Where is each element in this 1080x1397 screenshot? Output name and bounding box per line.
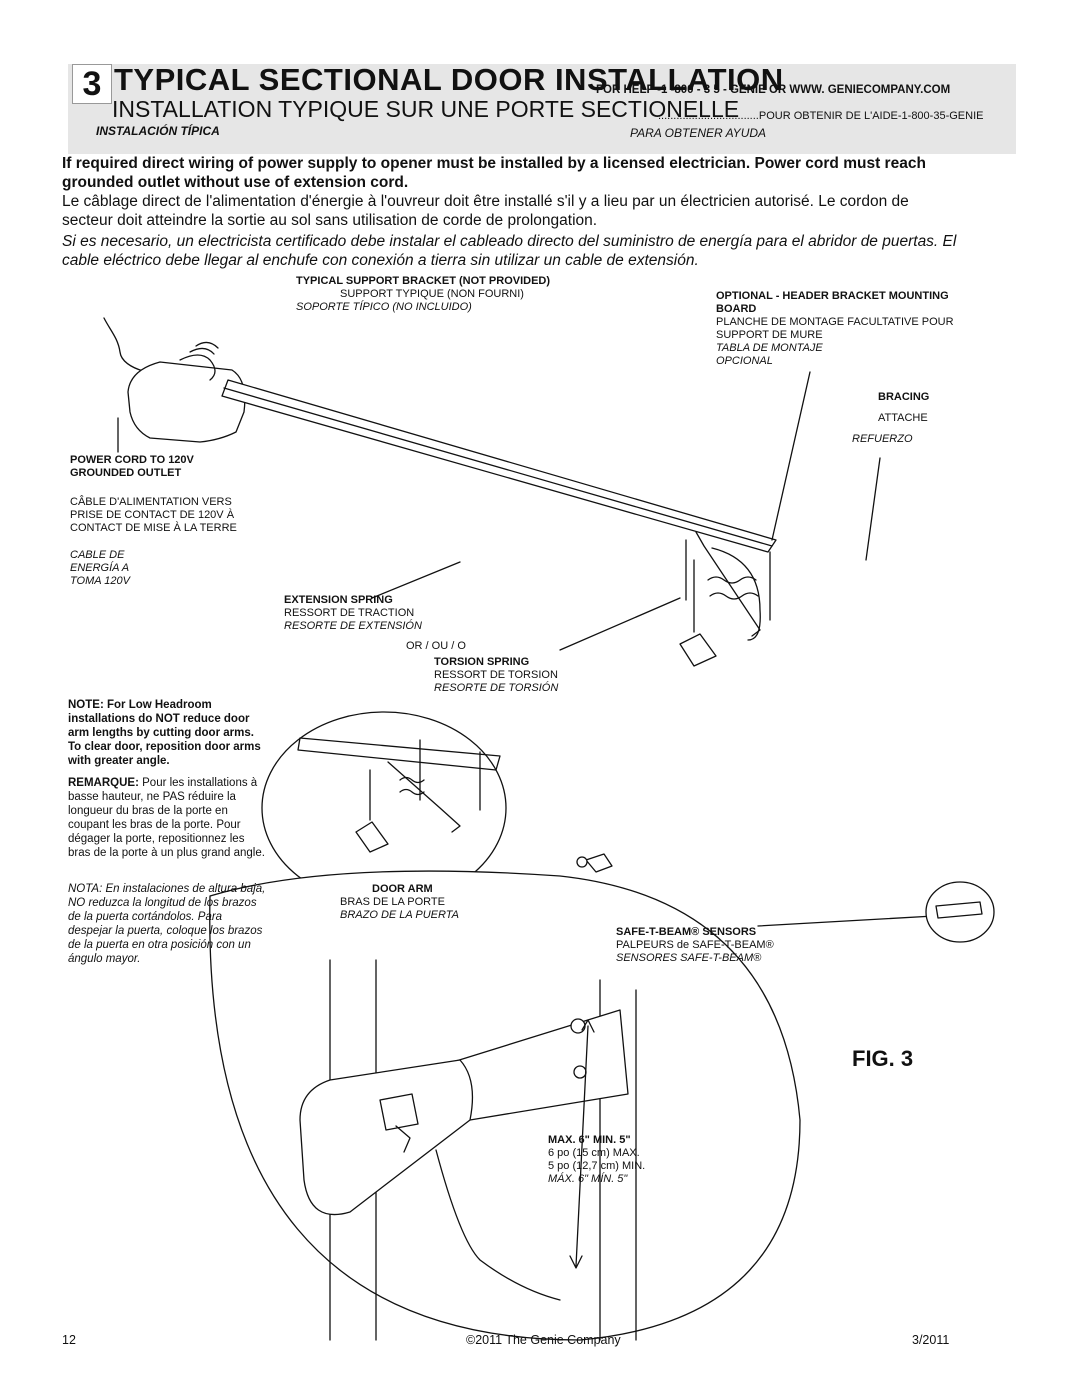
label-door-arm-es: BRAZO DE LA PUERTA (340, 909, 459, 921)
release-handle (679, 633, 717, 667)
page-title-es: INSTALACIÓN TÍPICA (96, 124, 220, 138)
measurement-arrow (575, 1025, 589, 1267)
warning-es: Si es necesario, un electricista certifi… (62, 233, 957, 269)
label-support-bracket-fr: SUPPORT TYPIQUE (NON FOURNI) (340, 288, 524, 300)
page-title-fr: INSTALLATION TYPIQUE SUR UNE PORTE SECTI… (112, 96, 740, 122)
label-bracing-fr: ATTACHE (878, 412, 928, 424)
note-fr-text: Pour les installations à basse hauteur, … (68, 777, 265, 859)
leader-torsion-spring (559, 597, 681, 651)
label-or: OR / OU / O (406, 640, 466, 652)
label-extension-spring-en: EXTENSION SPRING (284, 594, 393, 606)
label-header-bracket: OPTIONAL - HEADER BRACKET MOUNTING BOARD… (716, 290, 976, 368)
label-max-min-fr2: 5 po (12,7 cm) MIN. (548, 1160, 646, 1172)
leader-bracing (865, 457, 881, 561)
label-max-min: MAX. 6" MIN. 5" 6 po (15 cm) MAX. 5 po (… (548, 1134, 645, 1186)
door-arm-curved (711, 547, 761, 641)
help-line-fr-text: POUR OBTENIR DE L'AIDE-1-800-35-GENIE (758, 110, 984, 122)
label-door-arm: DOOR ARM BRAS DE LA PORTE BRAZO DE LA PU… (340, 883, 459, 922)
warning-en-text: If required direct wiring of power suppl… (62, 155, 926, 191)
label-support-bracket-en: TYPICAL SUPPORT BRACKET (NOT PROVIDED) (296, 275, 551, 287)
label-max-min-en: MAX. 6" MIN. 5" (548, 1134, 631, 1146)
label-power-cord-es2: ENERGÍA A (70, 562, 130, 574)
help-line-en: FOR HELP -1 -800 - 3 5 - GENIE OR WWW. G… (596, 84, 951, 96)
header-band (68, 64, 1016, 154)
opener-motor-head (127, 361, 246, 443)
label-max-min-es: MÁX. 6" MÍN. 5" (548, 1173, 628, 1185)
page-number: 12 (62, 1333, 76, 1347)
label-header-bracket-en: OPTIONAL - HEADER BRACKET MOUNTING BOARD (716, 290, 949, 315)
warning-fr: Le câblage direct de l'alimentation d'én… (62, 193, 909, 229)
motor-coil (179, 354, 216, 381)
leader-extension-spring (371, 561, 461, 599)
label-extension-spring-fr: RESSORT DE TRACTION (284, 607, 415, 619)
label-extension-spring-es: RESORTE DE EXTENSIÓN (284, 620, 422, 632)
door-arm-straight (695, 531, 761, 637)
note-fr-label: REMARQUE: (68, 777, 139, 789)
label-safe-t-beam-fr: PALPEURS de SAFE-T-BEAM® (616, 939, 774, 951)
label-safe-t-beam: SAFE-T-BEAM® SENSORS PALPEURS de SAFE-T-… (616, 926, 774, 965)
note-es: NOTA: En instalaciones de altura baja, N… (68, 883, 266, 965)
label-bracing-en: BRACING (878, 391, 930, 403)
label-torsion-spring-fr: RESSORT DE TORSION (434, 669, 558, 681)
label-support-bracket-es: SOPORTE TÍPICO (NO INCLUIDO) (296, 301, 472, 313)
label-header-bracket-fr: PLANCHE DE MONTAGE FACULTATIVE POUR SUPP… (716, 316, 954, 341)
revision-date: 3/2011 (912, 1333, 950, 1347)
step-number: 3 (72, 64, 112, 104)
leader-header-bracket (771, 371, 811, 541)
label-header-bracket-es: TABLA DE MONTAJE (716, 342, 823, 354)
label-power-cord-es3: TOMA 120V (70, 575, 130, 587)
help-dots: ................................. (658, 110, 759, 122)
label-torsion-spring-en: TORSION SPRING (434, 656, 530, 668)
label-safe-t-beam-en: SAFE-T-BEAM® SENSORS (616, 926, 757, 938)
label-bracing-es: REFUERZO (852, 433, 913, 445)
label-door-arm-en: DOOR ARM (372, 883, 433, 895)
label-header-bracket-es2: OPCIONAL (716, 355, 773, 367)
help-line-fr: .................................POUR OB… (658, 110, 983, 122)
label-bracing: BRACING ATTACHE REFUERZO (852, 391, 930, 446)
note-en-text: NOTE: For Low Headroom installations do … (68, 699, 261, 767)
label-power-cord-en: POWER CORD TO 120V GROUNDED OUTLET (70, 454, 194, 479)
warning-en: If required direct wiring of power suppl… (62, 154, 962, 192)
page-title: TYPICAL SECTIONAL DOOR INSTALLATION (114, 62, 784, 97)
label-support-bracket: TYPICAL SUPPORT BRACKET (NOT PROVIDED) S… (296, 275, 550, 314)
extension-spring-coil (707, 576, 757, 584)
sensor-small (585, 853, 613, 873)
copyright: ©2011 The Genie Company (466, 1333, 621, 1347)
label-power-cord: POWER CORD TO 120V GROUNDED OUTLET CÂBLE… (70, 454, 250, 588)
label-torsion-spring-es: RESORTE DE TORSIÓN (434, 682, 559, 694)
note-fr: REMARQUE: Pour les installations à basse… (68, 776, 268, 860)
leader-safe-t-beam (757, 915, 935, 927)
label-door-arm-fr: BRAS DE LA PORTE (340, 896, 445, 908)
label-power-cord-fr: CÂBLE D'ALIMENTATION VERS PRISE DE CONTA… (70, 496, 237, 534)
sensor-body-large (299, 1059, 474, 1216)
figure-label: FIG. 3 (852, 1046, 914, 1071)
note-en: NOTE: For Low Headroom installations do … (68, 698, 268, 768)
help-line-es: PARA OBTENER AYUDA (630, 126, 767, 140)
label-safe-t-beam-es: SENSORES SAFE-T-BEAM® (616, 952, 762, 964)
label-extension-spring: EXTENSION SPRING RESSORT DE TRACTION RES… (284, 594, 422, 633)
label-torsion-spring: TORSION SPRING RESSORT DE TORSION RESORT… (434, 656, 558, 695)
label-power-cord-es1: CABLE DE (70, 549, 125, 561)
opener-rail (221, 379, 777, 553)
label-max-min-fr1: 6 po (15 cm) MAX. (548, 1147, 640, 1159)
